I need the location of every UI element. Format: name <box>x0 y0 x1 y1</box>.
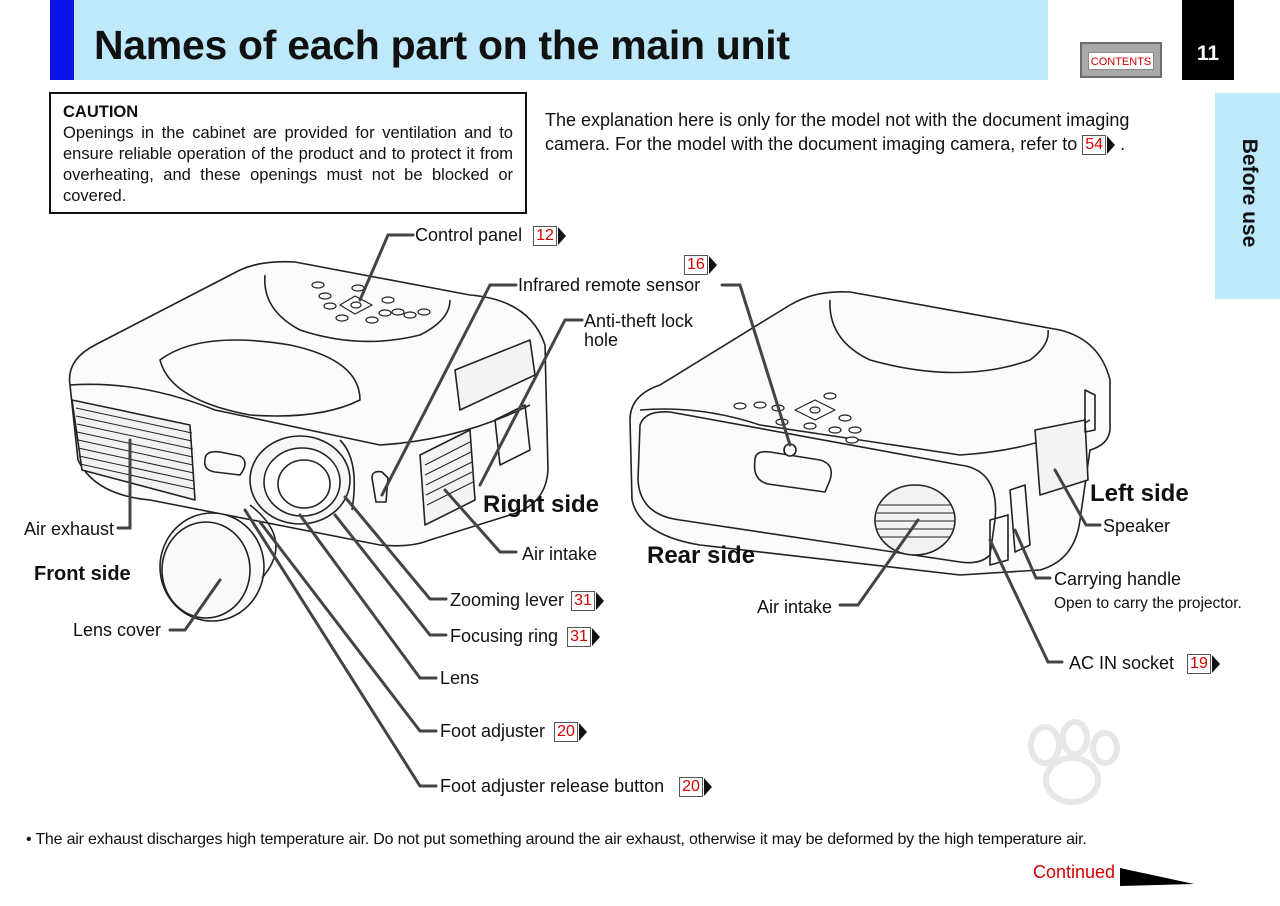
section-tab-before-use[interactable]: Before use <box>1215 93 1280 299</box>
label-air-exhaust: Air exhaust <box>24 519 115 539</box>
label-carrying-handle: Carrying handle <box>1054 569 1182 589</box>
footnote: • The air exhaust discharges high temper… <box>26 831 1087 848</box>
ref-arrow-icon <box>1211 655 1220 673</box>
label-text: Foot adjuster release button <box>440 776 665 796</box>
label-foot-adjuster-release: Foot adjuster release button 20 <box>440 775 712 797</box>
label-focusing-ring: Focusing ring 31 <box>450 625 600 647</box>
label-anti-theft-2: hole <box>584 330 619 350</box>
label-lens: Lens <box>440 668 480 688</box>
page-ref-link[interactable]: 19 <box>1187 654 1211 674</box>
label-infrared-remote-sensor: Infrared remote sensor <box>518 275 701 295</box>
page-ref-link[interactable]: 12 <box>533 226 557 246</box>
page-ref-link[interactable]: 31 <box>571 591 595 611</box>
page-ref-link[interactable]: 54 <box>1082 135 1107 155</box>
label-text: AC IN socket <box>1069 653 1175 673</box>
watermark-logo-icon <box>1028 719 1120 805</box>
rear-projector-body <box>629 290 1111 576</box>
header-bar <box>74 0 1048 80</box>
caution-body: Openings in the cabinet are provided for… <box>63 124 513 205</box>
caution-box: CAUTION Openings in the cabinet are prov… <box>49 92 527 214</box>
ref-arrow-icon <box>591 628 600 646</box>
model-note: The explanation here is only for the mod… <box>545 108 1197 156</box>
page-ref-link[interactable]: 31 <box>567 627 591 647</box>
label-ir-ref: 16 <box>684 253 717 275</box>
header-accent-bar <box>50 0 74 80</box>
page-ref-link[interactable]: 20 <box>554 722 578 742</box>
page-title: Names of each part on the main unit <box>94 22 790 68</box>
page-number: 11 <box>1182 0 1234 80</box>
label-speaker: Speaker <box>1103 516 1171 536</box>
label-carrying-handle-note: Open to carry the projector. <box>1054 595 1242 612</box>
label-lens-cover: Lens cover <box>73 620 162 640</box>
contents-button[interactable]: CONTENTS <box>1080 42 1162 78</box>
model-note-end: . <box>1120 134 1126 154</box>
ref-arrow-icon <box>703 778 712 796</box>
heading-rear-side: Rear side <box>647 542 756 569</box>
continued-arrow-icon[interactable] <box>1120 866 1196 888</box>
model-note-text: The explanation here is only for the mod… <box>545 110 1130 154</box>
lens-cover-shape <box>159 512 265 622</box>
ref-arrow-icon <box>708 256 717 274</box>
ref-arrow-icon <box>595 592 604 610</box>
heading-left-side: Left side <box>1090 480 1189 507</box>
page-ref-link[interactable]: 20 <box>679 777 703 797</box>
page-ref-link[interactable]: 16 <box>684 255 708 275</box>
heading-front-side: Front side <box>34 563 131 585</box>
contents-button-label: CONTENTS <box>1088 52 1154 70</box>
ref-arrow-icon <box>578 723 587 741</box>
label-air-intake-right: Air intake <box>522 544 598 564</box>
label-air-intake-rear: Air intake <box>757 597 833 617</box>
heading-right-side: Right side <box>483 491 600 518</box>
label-anti-theft-1: Anti-theft lock <box>584 311 694 331</box>
caution-title: CAUTION <box>63 103 139 121</box>
ref-arrow-icon <box>1107 136 1116 154</box>
ref-arrow-icon <box>557 227 566 245</box>
label-text: Control panel <box>415 225 523 245</box>
label-text: Foot adjuster <box>440 721 546 741</box>
continued-link[interactable]: Continued <box>1033 862 1115 883</box>
label-zooming-lever: Zooming lever 31 <box>450 589 604 611</box>
label-text: Zooming lever <box>450 590 565 610</box>
continued-label: Continued <box>1033 862 1116 882</box>
label-text: Focusing ring <box>450 626 559 646</box>
label-ac-in-socket: AC IN socket 19 <box>1069 652 1220 674</box>
label-foot-adjuster: Foot adjuster 20 <box>440 720 587 742</box>
label-control-panel: Control panel 12 <box>415 224 566 246</box>
